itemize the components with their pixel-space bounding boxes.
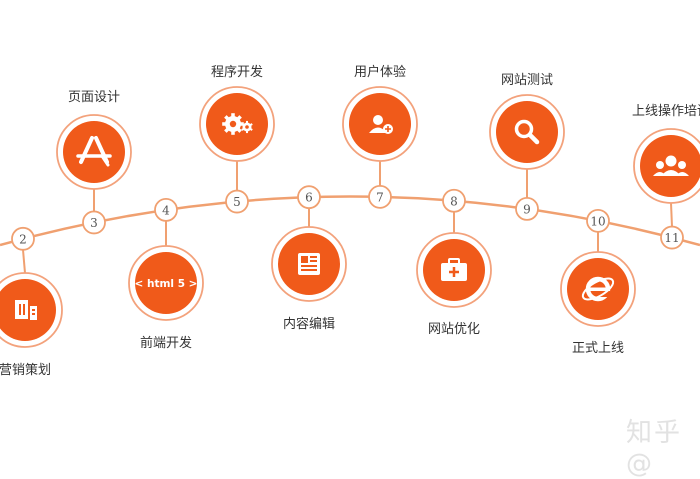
step-3-label: 页面设计 [68,90,120,105]
step-6-icon-badge [271,226,347,302]
user-plus-icon [369,115,393,134]
step-5-number-node: 5 [225,189,249,214]
step-10-number: 10 [590,214,605,228]
step-2-label: 营销策划 [0,362,51,378]
search-icon [514,119,540,145]
step-4-label: 前端开发 [140,335,192,351]
step-7-icon-badge [342,86,418,162]
step-9-badge-fill [496,101,558,163]
step-2-number-ring [11,226,35,251]
step-2-number: 2 [19,232,27,246]
html5-icon-text: < html 5 > [135,278,198,290]
step-4-number-node: 4 [154,198,178,222]
step-5-label: 程序开发 [211,64,263,80]
step-3-number: 3 [90,216,98,230]
zhihu-watermark: 知乎 @ [626,418,683,479]
document-grid-icon [15,300,37,320]
step-8-number-node: 8 [442,188,466,213]
html5-icon: < html 5 > [135,278,198,290]
step-2-number-node: 2 [11,226,35,251]
step-6-number: 6 [305,191,313,205]
step-2-icon-badge [0,272,63,348]
gears-icon [222,113,253,135]
step-9-number: 9 [523,202,531,216]
step-9-label: 网站测试 [501,73,553,88]
step-11-number-node: 11 [660,225,684,250]
ie-browser-icon [581,276,615,302]
step-11-connector [670,202,673,227]
step-7-number-ring [368,184,392,209]
step-11-icon-badge [633,128,700,204]
step-7-label: 用户体验 [354,64,406,80]
step-8-number: 8 [450,194,458,208]
step-10-number-ring [586,208,610,233]
news-icon [298,253,320,275]
step-4-icon-badge: < html 5 > [128,245,204,321]
step-3-badge-fill [63,121,125,183]
step-3-number-ring [82,210,106,235]
step-6-number-node: 6 [297,185,321,210]
step-9-icon-badge [489,94,565,170]
step-3-number-node: 3 [82,210,106,235]
step-6-number-ring [297,185,321,210]
user-group-icon [653,155,689,176]
step-5-number-ring [225,189,249,214]
step-5-icon-badge [199,86,275,162]
step-9-number-node: 9 [515,197,539,221]
step-3-icon-badge [56,114,132,190]
step-2-connector [22,249,26,274]
step-4-number: 4 [162,203,170,217]
medkit-icon [441,258,467,281]
step-10-number-node: 10 [586,208,610,233]
step-8-label: 网站优化 [428,322,480,337]
step-11-number: 11 [664,231,679,245]
step-5-number: 5 [233,195,241,209]
step-6-label: 内容编辑 [283,316,335,332]
step-8-icon-badge [416,232,492,308]
design-app-icon [76,136,112,167]
step-8-number-ring [442,188,466,213]
step-11-number-ring [660,225,684,250]
step-7-number: 7 [376,190,384,204]
step-4-number-ring [154,198,178,222]
step-9-number-ring [515,197,539,221]
step-10-label: 正式上线 [572,341,624,356]
step-11-label: 上线操作培训 [632,103,700,119]
step-4-badge-fill [135,252,197,314]
step-10-icon-badge [560,251,636,327]
step-7-number-node: 7 [368,184,392,209]
